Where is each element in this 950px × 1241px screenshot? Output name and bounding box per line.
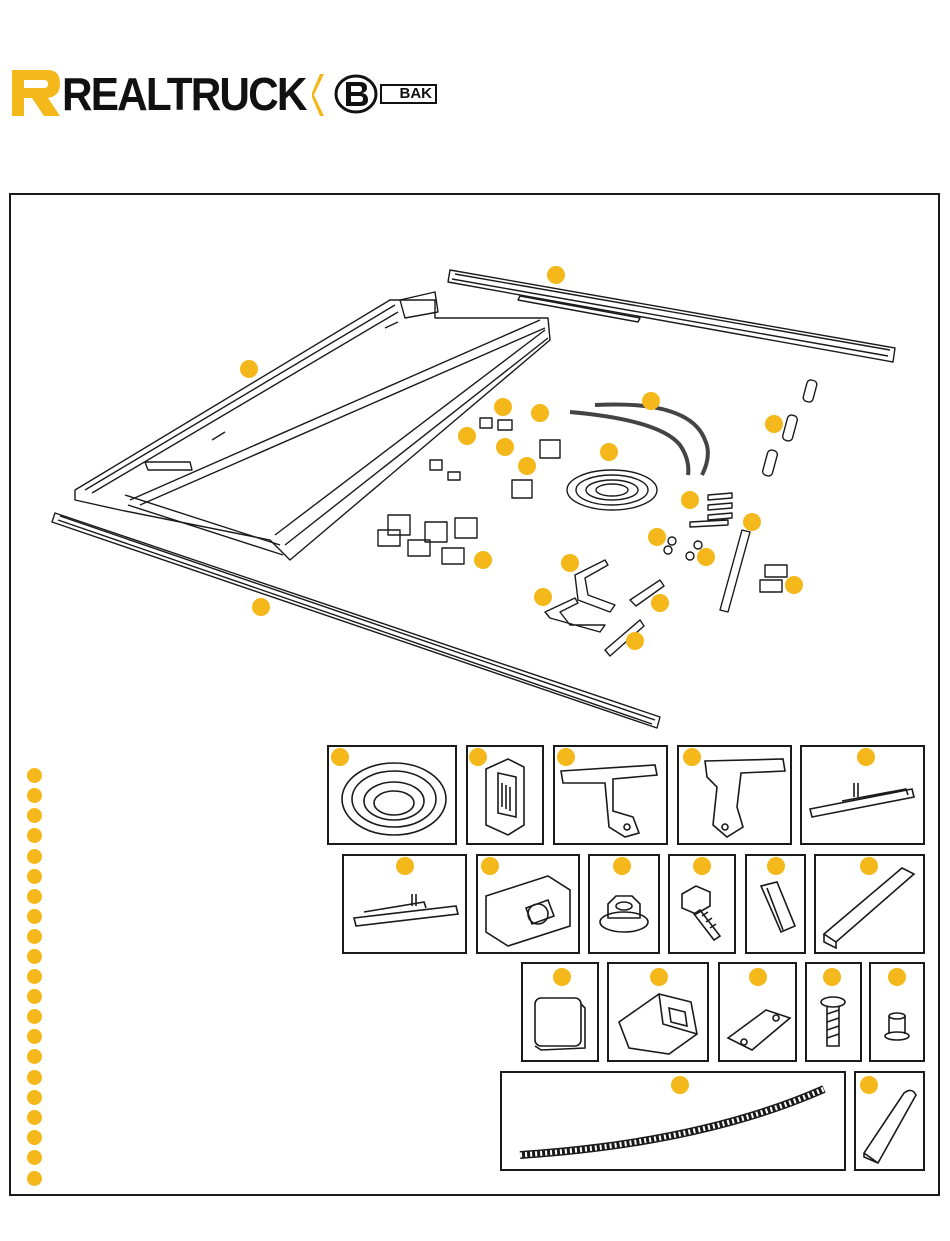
callout-dot: [860, 1076, 878, 1094]
callout-dot: [474, 551, 492, 569]
legend-dot: [27, 828, 42, 843]
callout-dot: [681, 491, 699, 509]
callout-dot: [697, 548, 715, 566]
callout-dot: [642, 392, 660, 410]
legend-dot: [27, 889, 42, 904]
legend-dot: [27, 768, 42, 783]
callout-dot: [494, 398, 512, 416]
legend-dot: [27, 989, 42, 1004]
callout-dot: [785, 576, 803, 594]
callout-dot: [469, 748, 487, 766]
callout-dot: [534, 588, 552, 606]
callout-dot: [496, 438, 514, 456]
legend-dot: [27, 929, 42, 944]
mount-brackets: [545, 560, 664, 656]
callout-dot: [481, 857, 499, 875]
callout-dot: [240, 360, 258, 378]
callout-dot: [743, 513, 761, 531]
legend-dot: [27, 869, 42, 884]
long-strip: [720, 530, 750, 612]
callout-dot: [823, 968, 841, 986]
callout-dot: [531, 404, 549, 422]
legend-dot: [27, 849, 42, 864]
callout-dot: [626, 632, 644, 650]
callout-dot: [650, 968, 668, 986]
side-rail-right: [448, 270, 895, 362]
legend-dot: [27, 1009, 42, 1024]
callout-dot: [860, 857, 878, 875]
legend-dot: [27, 1130, 42, 1145]
callout-dot: [396, 857, 414, 875]
legend-dot: [27, 969, 42, 984]
callout-dot: [693, 857, 711, 875]
legend-dot: [27, 1150, 42, 1165]
legend-dot: [27, 788, 42, 803]
legend-dot: [27, 909, 42, 924]
callout-dot: [252, 598, 270, 616]
callout-dot: [613, 857, 631, 875]
callout-dot: [749, 968, 767, 986]
callout-dot: [651, 594, 669, 612]
callout-dot: [857, 748, 875, 766]
legend-dot: [27, 1029, 42, 1044]
legend-dot: [27, 1171, 42, 1186]
drain-tubes: [570, 404, 708, 475]
legend-dot: [27, 1090, 42, 1105]
callout-dot: [671, 1076, 689, 1094]
callout-dot: [331, 748, 349, 766]
seal-roll-drawing: [329, 747, 455, 843]
legend-dot: [27, 949, 42, 964]
callout-dot: [765, 415, 783, 433]
exploded-view: [0, 0, 950, 760]
rubber-pads: [760, 565, 787, 592]
legend-dot: [27, 1070, 42, 1085]
callout-dot: [683, 748, 701, 766]
tonneau-panels: [75, 292, 550, 560]
callout-dot: [518, 457, 536, 475]
callout-dot: [648, 528, 666, 546]
callout-dot: [553, 968, 571, 986]
callout-dot: [458, 427, 476, 445]
legend-dot: [27, 1049, 42, 1064]
seal-coil: [567, 470, 657, 510]
legend-dot: [27, 808, 42, 823]
side-rail-left: [52, 513, 660, 728]
callout-dot: [547, 266, 565, 284]
callout-dot: [557, 748, 575, 766]
legend-dot: [27, 1110, 42, 1125]
callout-dot: [561, 554, 579, 572]
callout-dot: [888, 968, 906, 986]
callout-dot: [767, 857, 785, 875]
callout-dot: [600, 443, 618, 461]
